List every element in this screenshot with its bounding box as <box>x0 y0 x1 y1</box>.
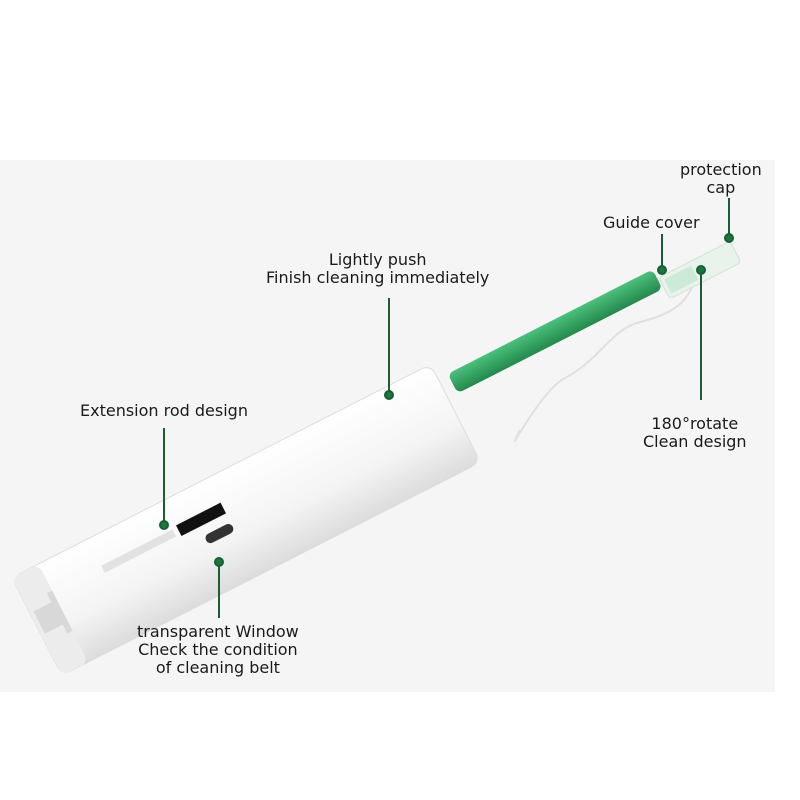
green-rod <box>449 271 661 392</box>
protection-cap-label: protection cap <box>680 160 762 197</box>
transparent-window-label: transparent Window Check the condition o… <box>137 622 299 677</box>
cleaner-body <box>14 367 478 673</box>
guide-cover-label: Guide cover <box>603 213 700 232</box>
lightly-push-label: Lightly push Finish cleaning immediately <box>266 250 490 287</box>
extension-rod-label: Extension rod design <box>80 401 248 420</box>
callout-lines <box>159 198 734 618</box>
rotate-clean-label: 180°rotate Clean design <box>643 414 747 451</box>
cleaning-belt-wire <box>513 267 701 442</box>
